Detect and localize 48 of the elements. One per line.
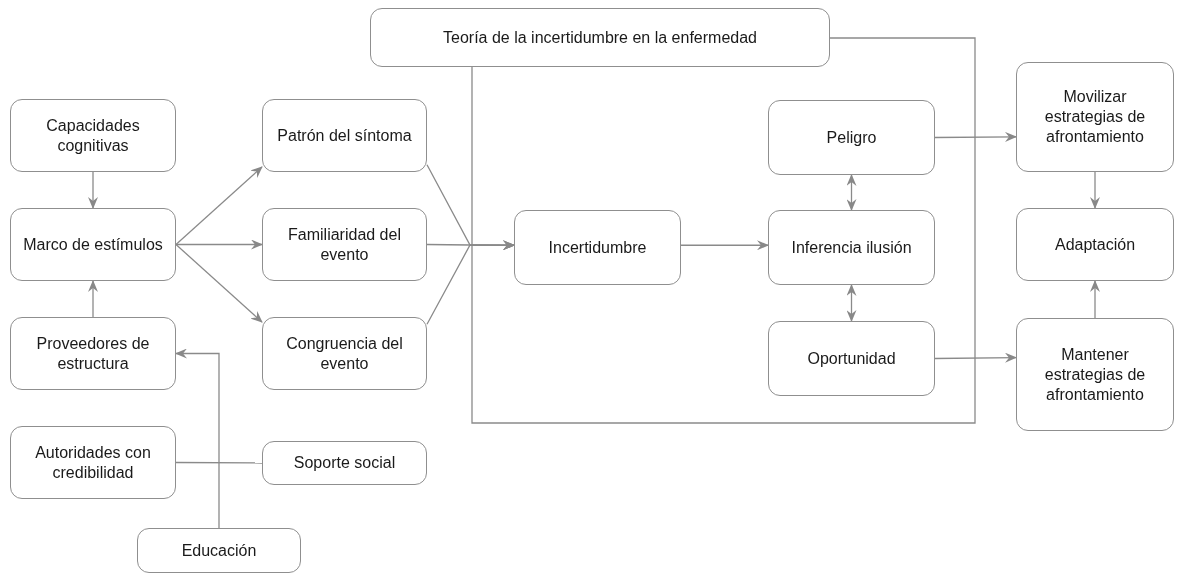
box-label: Proveedores de estructura	[35, 333, 151, 374]
box-label: Familiaridad del evento	[287, 224, 402, 265]
box-label: Peligro	[826, 127, 877, 148]
arrow	[680, 240, 769, 251]
box-label: Adaptación	[1054, 234, 1136, 255]
process-box	[10, 99, 176, 172]
box-label: Congruencia del evento	[285, 333, 404, 374]
box-label: Patrón del síntoma	[277, 125, 412, 146]
arrow	[1090, 280, 1100, 319]
arrow	[88, 171, 98, 209]
arrow	[88, 280, 98, 318]
box-label: Inferencia ilusión	[791, 237, 912, 258]
arrow	[175, 239, 263, 250]
box-label: Movilizar estrategias de afrontamiento	[1043, 87, 1147, 147]
process-box	[1016, 318, 1174, 431]
process-box	[10, 208, 176, 281]
process-box	[768, 100, 935, 175]
process-box	[370, 8, 830, 67]
arrow	[934, 131, 1017, 142]
box-label: Capacidades cognitivas	[45, 115, 141, 156]
box-label: Autoridades con credibilidad	[34, 442, 152, 483]
process-box	[768, 210, 935, 285]
arrow	[934, 352, 1017, 363]
process-box	[1016, 62, 1174, 172]
arrow	[175, 166, 263, 246]
arrow	[426, 240, 515, 325]
arrow	[846, 284, 857, 322]
box-label: Soporte social	[293, 453, 396, 473]
process-box	[262, 317, 427, 390]
process-box	[10, 426, 176, 499]
process-box	[137, 528, 301, 573]
process-box	[514, 210, 681, 285]
box-label: Mantener estrategias de afrontamiento	[1043, 344, 1147, 405]
box-label: Oportunidad	[807, 348, 896, 369]
arrow	[175, 348, 220, 529]
process-box	[262, 99, 427, 172]
arrow	[846, 174, 857, 211]
process-box	[10, 317, 176, 390]
box-label: Incertidumbre	[548, 237, 647, 258]
box-label: Teoría de la incertidumbre en la enfermedad	[443, 27, 757, 48]
arrow	[1090, 171, 1100, 209]
process-box	[768, 321, 935, 396]
arrow	[175, 243, 263, 323]
process-box	[262, 441, 427, 485]
process-box	[1016, 208, 1174, 281]
box-label: Marco de estímulos	[23, 234, 163, 255]
process-box	[262, 208, 427, 281]
box-label: Educación	[181, 540, 257, 561]
